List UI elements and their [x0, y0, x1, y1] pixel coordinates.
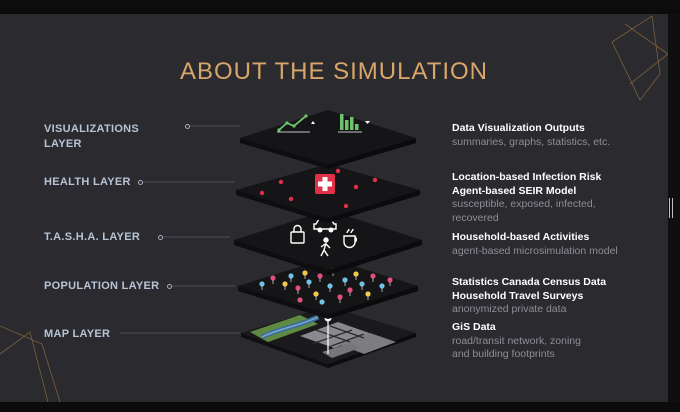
description-heading: Household Travel Surveys	[452, 289, 584, 302]
description-sub: summaries, graphs, statistics, etc.	[452, 135, 611, 148]
infection-dots	[259, 168, 378, 209]
decorative-corner-lines	[0, 15, 668, 402]
walking-person-icon	[320, 237, 331, 257]
layer-label-health: HEALTH LAYER	[44, 175, 131, 190]
medical-cross-icon	[315, 174, 335, 194]
description-sub: susceptible, exposed, infected,	[452, 198, 596, 210]
layer-label-line: HEALTH LAYER	[44, 176, 131, 188]
layer-label-line: T.A.S.H.A. LAYER	[44, 231, 141, 243]
description-map: GiS Data road/transit network, zoning an…	[452, 321, 581, 362]
description-population: Statistics Canada Census Data Household …	[452, 276, 606, 317]
description-sub: agent-based microsimulation model	[452, 244, 618, 257]
layer-label-map: MAP LAYER	[44, 327, 110, 342]
shopping-bag-icon	[290, 224, 305, 244]
description-heading: Household-based Activities	[452, 231, 590, 243]
description-heading: Location-based Infection Risk	[452, 171, 602, 183]
connector-dot	[138, 180, 143, 185]
description-visualizations: Data Visualization Outputs summaries, gr…	[452, 122, 610, 149]
description-heading: Statistics Canada Census Data	[452, 276, 607, 288]
layer-label-line: MAP LAYER	[44, 328, 111, 340]
slide-title: ABOUT THE SIMULATION	[179, 58, 489, 85]
description-heading: Agent-based SEIR Model	[452, 184, 577, 197]
layer-label-line: LAYER	[44, 138, 82, 150]
description-sub: anonymized private data	[452, 303, 567, 315]
description-sub: and building footprints	[452, 348, 555, 360]
layer-label-line: VISUALIZATIONS	[44, 123, 140, 135]
coffee-cup-icon	[343, 228, 357, 249]
description-sub: recovered	[452, 211, 499, 224]
layer-label-visualizations: VISUALIZATIONS LAYER	[44, 122, 139, 152]
window-top-bar	[0, 0, 680, 14]
bar-chart-icon	[338, 114, 370, 133]
resize-handle[interactable]	[669, 198, 673, 218]
street-map-icon	[250, 314, 396, 358]
description-sub: road/transit network, zoning	[452, 334, 581, 347]
connector-dot	[167, 284, 172, 289]
presentation-slide: ABOUT THE SIMULATION VISUALIZATIONS LAYE…	[0, 14, 668, 402]
description-tasha: Household-based Activities agent-based m…	[452, 231, 618, 258]
description-heading: GiS Data	[452, 321, 496, 333]
layer-label-tasha: T.A.S.H.A. LAYER	[44, 230, 140, 245]
description-health: Location-based Infection Risk Agent-base…	[452, 171, 601, 225]
line-chart-icon	[277, 114, 315, 133]
visualizations-layer-plate	[240, 110, 416, 169]
description-heading: Data Visualization Outputs	[452, 122, 585, 134]
connector-dot	[185, 124, 190, 129]
layer-stack-graphic	[0, 15, 668, 402]
layer-label-population: POPULATION LAYER	[44, 279, 159, 294]
window-bottom-bar	[0, 402, 680, 412]
layer-label-line: POPULATION LAYER	[44, 280, 160, 292]
connector-dot	[158, 235, 163, 240]
